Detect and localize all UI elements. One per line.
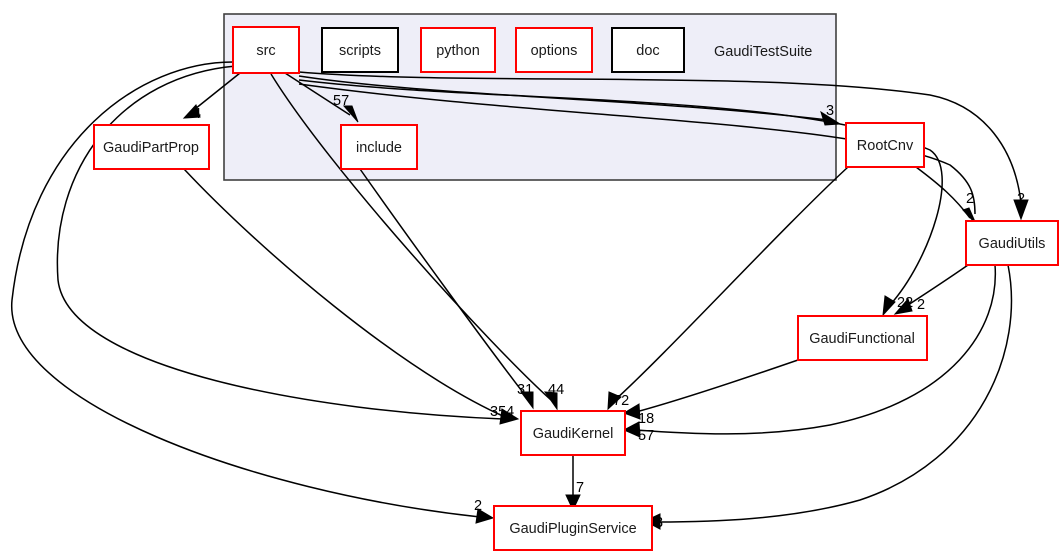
node-gaudipartprop-rect[interactable] bbox=[93, 124, 210, 170]
edge-gaudiutils-gaudikernel bbox=[622, 264, 997, 438]
node-python-label: python bbox=[436, 43, 480, 59]
edge-src-gaudifunctional bbox=[298, 79, 943, 317]
edge-gaudiutils-gaudifunctional bbox=[893, 264, 969, 315]
edge-label-include-gaudikernel: 31 bbox=[517, 382, 533, 398]
edge-label-gaudikernel-gaudipluginservice: 7 bbox=[576, 480, 584, 496]
edge-label-rootcnv-gaudiutils: 2 bbox=[966, 191, 974, 207]
edge-label-gaudiutils-gaudikernel: 57 bbox=[638, 428, 654, 444]
node-gaudiutils-label: GaudiUtils bbox=[979, 236, 1046, 252]
node-gaudifunctional-rect[interactable] bbox=[797, 315, 928, 361]
node-gaudikernel-label: GaudiKernel bbox=[533, 426, 614, 442]
edge-label-gaudifunctional-gaudikernel: 18 bbox=[638, 411, 654, 427]
edge-label-src-gaudipartprop: 4 bbox=[193, 106, 201, 122]
node-python-rect[interactable] bbox=[420, 27, 496, 73]
edge-src-gaudikernel bbox=[270, 73, 558, 411]
node-gaudipluginservice-rect[interactable] bbox=[493, 505, 653, 551]
node-gaudifunctional-label: GaudiFunctional bbox=[809, 331, 915, 347]
node-gaudipartprop-label: GaudiPartProp bbox=[103, 140, 199, 156]
edge-src-include bbox=[284, 72, 359, 123]
edge-label-src-include: 57 bbox=[333, 93, 349, 109]
node-doc-rect[interactable] bbox=[611, 27, 685, 73]
node-gaudikernel[interactable]: GaudiKernel bbox=[520, 410, 626, 456]
edge-gaudifunctional-gaudikernel bbox=[622, 359, 799, 420]
edge-cluster-gaudiutils-back bbox=[298, 83, 976, 215]
node-gaudiutils[interactable]: GaudiUtils bbox=[965, 220, 1059, 266]
edge-outer-left-curve bbox=[56, 65, 504, 420]
node-gaudipartprop[interactable]: GaudiPartProp bbox=[93, 124, 210, 170]
cluster-title: GaudiTestSuite bbox=[714, 44, 812, 60]
node-gaudipluginservice-label: GaudiPluginService bbox=[509, 521, 636, 537]
node-layer: src scripts python options doc GaudiPart bbox=[93, 26, 1059, 551]
node-scripts-rect[interactable] bbox=[321, 27, 399, 73]
edge-include-gaudikernel bbox=[359, 168, 534, 410]
edge-label-gaudiutils-gaudifunctional: 2 bbox=[917, 297, 925, 313]
node-rootcnv-label: RootCnv bbox=[857, 138, 914, 154]
node-gaudikernel-rect[interactable] bbox=[520, 410, 626, 456]
edge-label-src-gaudifunctional: 22 bbox=[897, 295, 913, 311]
node-include-rect[interactable] bbox=[340, 124, 418, 170]
node-options-label: options bbox=[531, 43, 578, 59]
edge-src-gaudiutils bbox=[298, 71, 1029, 221]
edge-label-gaudipartprop-gaudikernel: 354 bbox=[490, 404, 514, 420]
node-src-rect[interactable] bbox=[232, 26, 300, 74]
node-include[interactable]: include bbox=[340, 124, 418, 170]
node-gaudifunctional[interactable]: GaudiFunctional bbox=[797, 315, 928, 361]
node-doc[interactable]: doc bbox=[611, 27, 685, 73]
node-options[interactable]: options bbox=[515, 27, 593, 73]
node-scripts[interactable]: scripts bbox=[321, 27, 399, 73]
edge-label-src-rootcnv: 3 bbox=[826, 103, 834, 119]
edge-label-src-gaudiutils: 2 bbox=[1017, 191, 1025, 207]
edge-label-rootcnv-gaudikernel: 72 bbox=[613, 393, 629, 409]
edge-rootcnv-gaudikernel bbox=[607, 166, 849, 411]
node-scripts-label: scripts bbox=[339, 43, 381, 59]
node-rootcnv[interactable]: RootCnv bbox=[845, 122, 925, 168]
edge-label-src-gaudikernel: 44 bbox=[548, 382, 564, 398]
edge-src-gaudipartprop bbox=[182, 72, 241, 119]
edge-label-src-gaudipluginservice: 2 bbox=[474, 498, 482, 514]
edge-gaudiutils-gaudipluginservice bbox=[643, 264, 1013, 530]
node-include-label: include bbox=[356, 140, 402, 156]
edge-gaudikernel-gaudipluginservice bbox=[565, 455, 581, 512]
node-src[interactable]: src bbox=[232, 26, 300, 74]
node-src-label: src bbox=[256, 43, 275, 59]
node-options-rect[interactable] bbox=[515, 27, 593, 73]
edge-label-layer: 4 57 3 2 44 22 2 31 354 2 72 2 57 3 18 7 bbox=[193, 93, 1025, 531]
edge-gaudipartprop-gaudikernel bbox=[183, 168, 520, 425]
node-doc-label: doc bbox=[636, 43, 659, 59]
edge-label-gaudiutils-gaudipluginservice: 3 bbox=[655, 515, 663, 531]
node-rootcnv-rect[interactable] bbox=[845, 122, 925, 168]
node-gaudipluginservice[interactable]: GaudiPluginService bbox=[493, 505, 653, 551]
node-gaudiutils-rect[interactable] bbox=[965, 220, 1059, 266]
edge-src-gaudipluginservice bbox=[11, 61, 495, 524]
node-python[interactable]: python bbox=[420, 27, 496, 73]
